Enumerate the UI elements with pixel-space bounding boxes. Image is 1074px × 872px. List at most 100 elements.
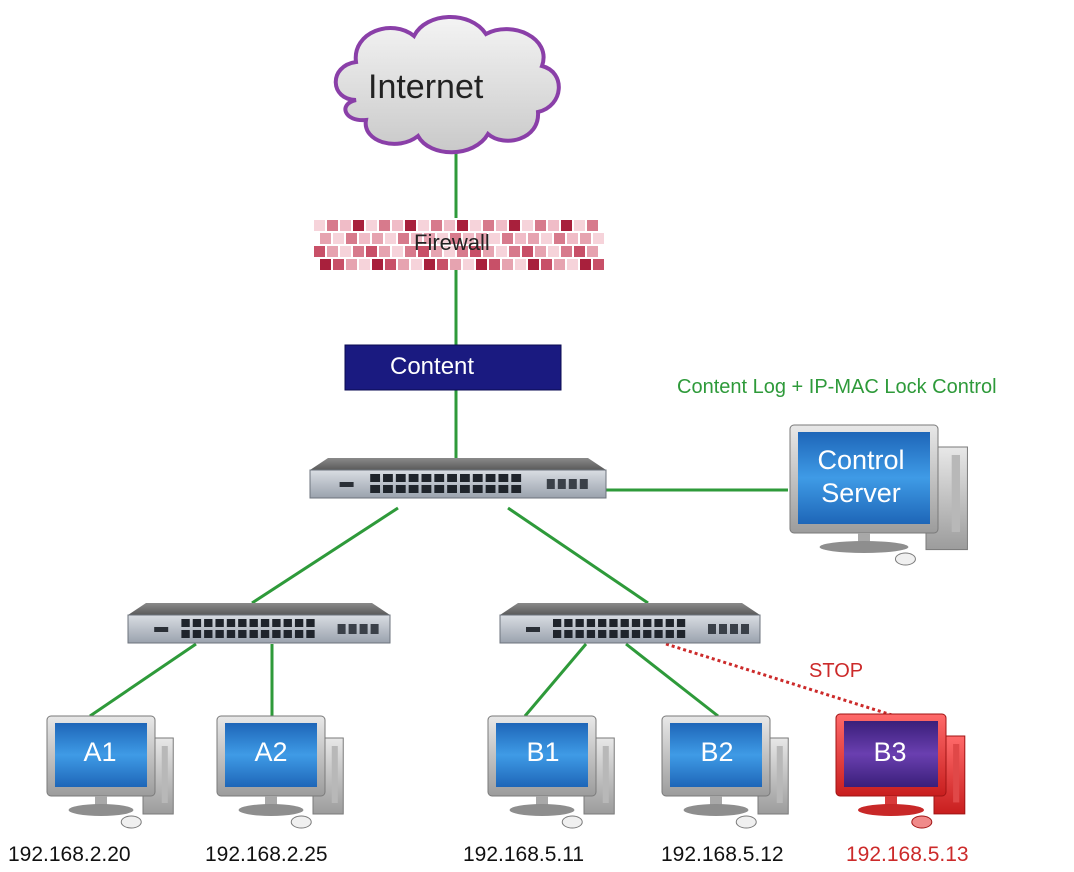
switch-port <box>643 630 652 638</box>
firewall-brick <box>541 233 552 244</box>
firewall-brick <box>476 233 487 244</box>
monitor-base <box>509 804 575 816</box>
monitor-screen <box>844 721 938 787</box>
switch-port <box>553 619 562 627</box>
switch-port <box>459 485 470 493</box>
control-server-computer <box>789 424 968 566</box>
client-ip-b1: 192.168.5.11 <box>463 843 585 866</box>
switch-port <box>654 630 663 638</box>
monitor-base <box>683 804 749 816</box>
switch-port <box>238 619 247 627</box>
firewall-brick <box>359 259 370 270</box>
client-name-a1: A1 <box>83 737 117 767</box>
switch-port <box>306 630 315 638</box>
firewall-brick <box>554 233 565 244</box>
switch-port <box>408 485 419 493</box>
switch-port <box>260 630 270 638</box>
switch-port <box>485 474 496 482</box>
switch-uplink-port <box>579 479 588 489</box>
firewall-brick <box>372 259 383 270</box>
firewall-brick <box>431 220 442 231</box>
switch-port <box>575 619 584 627</box>
firewall-brick <box>483 246 494 257</box>
switch-port <box>215 630 224 638</box>
firewall-brick <box>385 259 396 270</box>
firewall-brick <box>593 233 604 244</box>
internet-label: Internet <box>368 68 484 106</box>
firewall-brick <box>515 233 526 244</box>
monitor-base <box>238 804 304 816</box>
switch-port <box>421 474 432 482</box>
firewall-label: Firewall <box>414 230 490 255</box>
switch-port <box>238 630 247 638</box>
switch-port <box>665 619 674 627</box>
computer-b2 <box>661 715 789 829</box>
switch-port <box>434 474 445 482</box>
switch-port <box>192 630 202 638</box>
firewall-brick <box>437 259 448 270</box>
switch-port <box>383 474 393 482</box>
switch-port <box>370 485 381 493</box>
switch-led-panel <box>154 627 169 632</box>
switch-port <box>272 630 281 638</box>
firewall-brick <box>424 233 435 244</box>
firewall-brick <box>580 233 591 244</box>
switch-port <box>654 619 663 627</box>
firewall-brick <box>483 220 494 231</box>
firewall-brick <box>327 220 338 231</box>
monitor-screen <box>496 723 588 787</box>
firewall-brick <box>379 220 390 231</box>
client-ip-b3: 192.168.5.13 <box>846 843 969 866</box>
switch-port <box>294 630 304 638</box>
firewall-brick <box>405 220 416 231</box>
firewall-brick <box>561 220 572 231</box>
firewall-brick <box>353 220 364 231</box>
firewall-brick <box>320 233 331 244</box>
monitor-neck <box>265 796 277 806</box>
switch-port <box>283 619 292 627</box>
switch-port <box>643 619 652 627</box>
switch-port <box>511 474 522 482</box>
switch-uplink-port <box>557 479 566 489</box>
firewall-brick <box>346 259 357 270</box>
firewall-brick <box>561 246 572 257</box>
switch-port <box>249 619 258 627</box>
firewall-brick <box>431 246 442 257</box>
content-label: Content <box>390 353 475 380</box>
switch-port <box>249 630 258 638</box>
switch-uplink-port <box>741 624 749 634</box>
switch-port <box>676 619 686 627</box>
switch-port <box>665 630 674 638</box>
client-name-b2: B2 <box>700 737 734 767</box>
switch-port <box>306 619 315 627</box>
switch-port <box>472 485 483 493</box>
client-ip-a2: 192.168.2.25 <box>205 843 328 866</box>
firewall-brick <box>567 233 578 244</box>
firewall-brick <box>528 233 539 244</box>
mouse <box>894 552 916 566</box>
switch-port <box>395 485 406 493</box>
firewall-brick <box>450 259 461 270</box>
switch-port <box>421 485 432 493</box>
computer-a2 <box>216 715 344 829</box>
firewall-brick <box>463 259 474 270</box>
firewall-brick <box>333 259 344 270</box>
switch-port <box>609 619 618 627</box>
firewall-brick <box>353 246 364 257</box>
switches <box>127 458 761 644</box>
switch-port <box>564 619 573 627</box>
switch-port <box>226 619 236 627</box>
firewall-brick <box>476 259 487 270</box>
switch-port <box>620 630 629 638</box>
firewall-brick <box>567 259 578 270</box>
switch-port <box>181 619 190 627</box>
firewall-brick <box>470 220 481 231</box>
pc-tower-panel <box>951 455 960 532</box>
firewall-brick <box>314 246 325 257</box>
firewall-brick <box>437 233 448 244</box>
computer-b1 <box>487 715 615 829</box>
client-ip-b2: 192.168.5.12 <box>661 843 784 866</box>
link-blocked-b3 <box>665 642 896 718</box>
firewall-brick <box>398 233 409 244</box>
content-box <box>344 344 562 391</box>
